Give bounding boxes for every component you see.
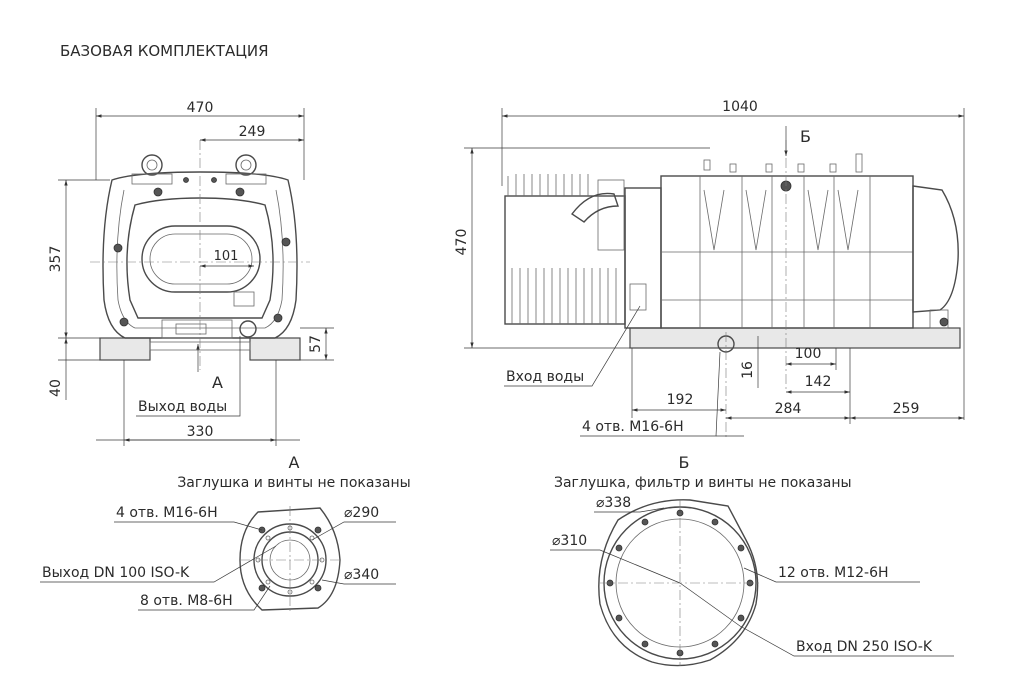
drawing-title: БАЗОВАЯ КОМПЛЕКТАЦИЯ (60, 42, 269, 60)
side-water-pipe (570, 192, 619, 223)
lifting-eye-right (235, 154, 257, 176)
side-dim-192: 192 (667, 392, 694, 408)
front-dim-101: 101 (214, 249, 239, 264)
detail-a-dia-340: ⌀340 (344, 567, 379, 583)
detail-a-holes-m16: 4 отв. М16-6Н (116, 505, 218, 521)
detail-b: Б Заглушка, фильтр и винты не показаны ⌀… (550, 453, 954, 667)
detail-b-dia-310: ⌀310 (552, 533, 587, 549)
front-dim-57: 57 (308, 335, 324, 353)
detail-a-holes-m8: 8 отв. М8-6Н (140, 593, 233, 609)
front-foot-left (99, 337, 151, 361)
front-water-out-label: Выход воды (138, 399, 227, 415)
detail-a: А Заглушка и винты не показаны 4 отв. М1… (40, 453, 411, 614)
side-cooler (504, 195, 626, 325)
lifting-eye-left (141, 154, 163, 176)
detail-b-dia-338: ⌀338 (596, 495, 631, 511)
detail-b-inlet: Вход DN 250 ISO-K (796, 639, 933, 655)
detail-a-note: Заглушка и винты не показаны (177, 475, 410, 491)
side-water-in-label: Вход воды (506, 369, 584, 385)
front-dim-249: 249 (239, 124, 266, 140)
front-view: 470 249 101 357 40 57 A Выход воды 330 (48, 100, 334, 446)
side-dim-142: 142 (805, 374, 832, 390)
water-outlet-fitting (239, 320, 257, 338)
front-dim-470: 470 (187, 100, 214, 116)
front-dim-357: 357 (48, 246, 64, 273)
side-view-arrow-b: Б (800, 127, 811, 146)
side-view: 1040 Б 470 Вход воды 100 16 142 192 284 … (454, 99, 965, 440)
side-dim-1040: 1040 (722, 99, 758, 115)
front-foot-right (249, 337, 301, 361)
cooler-fins (507, 174, 617, 324)
side-base-frame (629, 327, 961, 349)
side-dim-259: 259 (893, 401, 920, 417)
detail-b-label: Б (679, 453, 690, 472)
detail-a-flange (239, 507, 341, 611)
detail-a-outlet: Выход DN 100 ISO-K (42, 565, 190, 581)
side-end-cover (912, 185, 959, 313)
side-dim-16: 16 (740, 361, 756, 379)
detail-a-dia-290: ⌀290 (344, 505, 379, 521)
front-view-arrow-a: A (212, 373, 223, 392)
side-holes-label: 4 отв. М16-6Н (582, 419, 684, 435)
front-dim-330: 330 (187, 424, 214, 440)
side-dim-284: 284 (775, 401, 802, 417)
detail-b-note: Заглушка, фильтр и винты не показаны (554, 475, 852, 491)
front-oval-window (141, 225, 261, 293)
side-dim-100: 100 (795, 346, 822, 362)
detail-a-label: А (289, 453, 300, 472)
detail-b-holes-m12: 12 отв. М12-6Н (778, 565, 889, 581)
front-dim-40: 40 (48, 379, 64, 397)
detail-b-housing (598, 499, 759, 667)
side-dim-470: 470 (454, 229, 470, 256)
